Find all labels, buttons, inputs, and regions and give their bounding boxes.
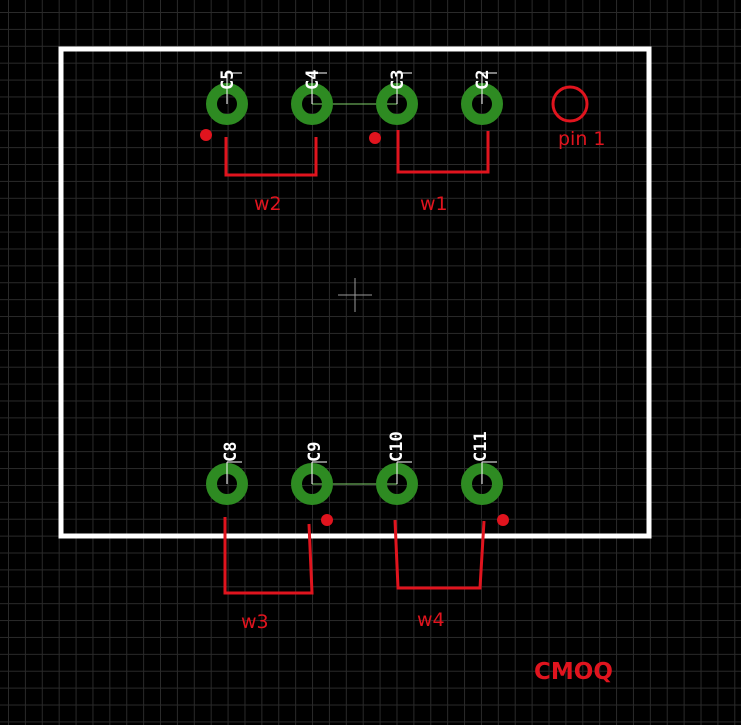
wire-label-w3: w3 — [241, 611, 269, 633]
wire-w2 — [224, 137, 318, 177]
pad-label-c9: C9 — [305, 442, 325, 462]
solder-dot-w1 — [369, 132, 381, 144]
pad-label-c5: C5 — [218, 70, 238, 90]
pad-label-c11: C11 — [471, 431, 491, 462]
pad-c2[interactable]: C2 — [461, 70, 503, 125]
solder-dot-w3 — [321, 514, 333, 526]
pad-c10[interactable]: C10 — [376, 431, 418, 505]
wire-label-w4: w4 — [417, 609, 445, 631]
solder-dot-w4 — [497, 514, 509, 526]
pin1-label: pin 1 — [558, 128, 606, 150]
pad-label-c8: C8 — [221, 442, 241, 462]
wire-w3 — [223, 517, 314, 595]
solder-dot-w2 — [200, 129, 212, 141]
pad-c9[interactable]: C9 — [291, 442, 333, 505]
pad-c11[interactable]: C11 — [461, 431, 503, 505]
board-outline — [58, 46, 652, 539]
pad-label-c2: C2 — [473, 70, 493, 90]
pad-label-c10: C10 — [387, 431, 407, 462]
wire-w1 — [396, 130, 490, 174]
pin1-marker — [551, 85, 589, 123]
pad-c4[interactable]: C4 — [291, 70, 333, 125]
wire-w4 — [393, 519, 486, 590]
pad-label-c3: C3 — [388, 70, 408, 90]
pad-c3[interactable]: C3 — [376, 70, 418, 125]
pad-c5[interactable]: C5 — [206, 70, 248, 125]
pad-c8[interactable]: C8 — [206, 442, 248, 505]
wire-label-w2: w2 — [254, 193, 282, 215]
center-crosshair — [338, 278, 372, 312]
pad-label-c4: C4 — [303, 70, 323, 90]
brand-label: CMOQ — [534, 659, 613, 685]
wire-label-w1: w1 — [420, 193, 448, 215]
